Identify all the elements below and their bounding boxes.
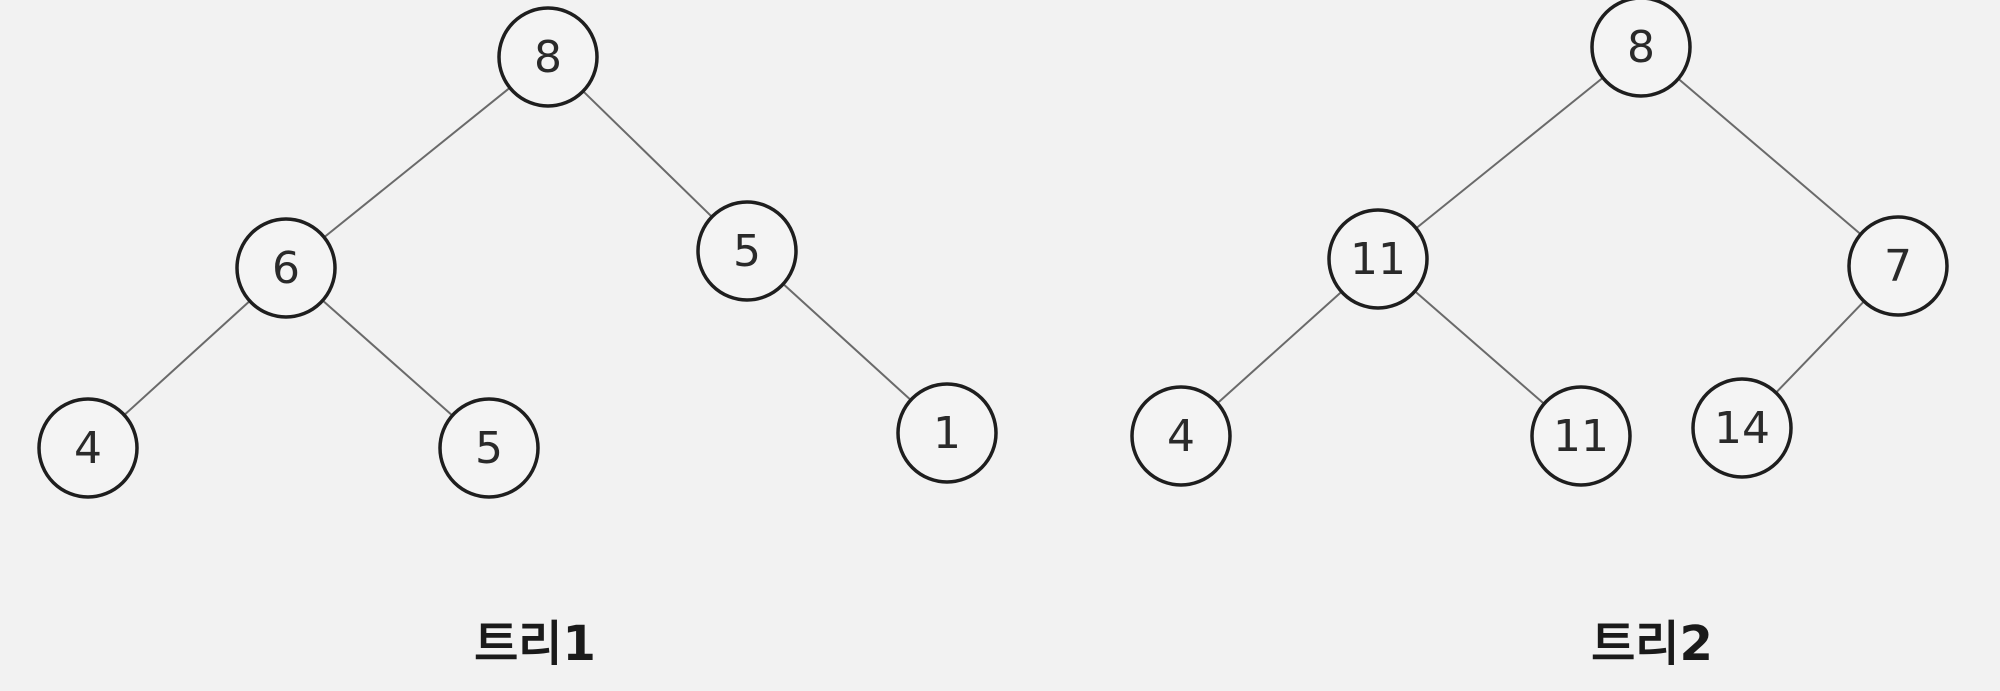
tree1-node-c: 5	[696, 200, 798, 302]
tree2-node-d-circle	[1130, 385, 1232, 487]
tree2-node-b: 11	[1327, 208, 1429, 310]
tree2-node-b-circle	[1327, 208, 1429, 310]
tree1-caption: 트리1	[474, 616, 596, 672]
tree2-node-d-label: 4	[1167, 411, 1195, 462]
tree1-node-e-label: 5	[475, 423, 503, 474]
tree1-node-f-circle	[896, 382, 998, 484]
tree2-node-a-label: 8	[1627, 22, 1655, 73]
tree2-node-a-circle	[1590, 0, 1692, 98]
tree1-node-d-circle	[37, 397, 139, 499]
tree1-node-c-label: 5	[733, 226, 761, 277]
tree1-node-a-circle	[497, 6, 599, 108]
tree2-node-b-label: 11	[1350, 234, 1406, 285]
tree1-node-d-label: 4	[74, 423, 102, 474]
tree1-edge-c-f	[782, 283, 912, 401]
tree1-node-a: 8	[497, 6, 599, 108]
tree2-edge-c-f	[1775, 300, 1865, 394]
edges-layer	[123, 76, 1865, 417]
tree1-node-b-circle	[235, 217, 337, 319]
tree1-node-d: 4	[37, 397, 139, 499]
tree2-node-e-circle	[1530, 385, 1632, 487]
tree1-node-c-circle	[696, 200, 798, 302]
tree2-node-c-circle	[1847, 215, 1949, 317]
tree2-node-e-label: 11	[1553, 411, 1609, 462]
tree2-edge-b-e	[1414, 290, 1545, 405]
tree2-caption: 트리2	[1591, 616, 1713, 672]
tree2-node-e: 11	[1530, 385, 1632, 487]
tree1-node-b: 6	[235, 217, 337, 319]
tree2-node-c-label: 7	[1884, 241, 1912, 292]
tree2-node-f-label: 14	[1714, 403, 1770, 454]
tree2-edge-b-d	[1216, 291, 1343, 404]
tree1-node-b-label: 6	[272, 243, 300, 294]
tree1-node-f-label: 1	[933, 408, 961, 459]
nodes-layer: 8 6 5 4 5 1 8 11 7 4 11 14	[37, 0, 1949, 499]
tree1-edge-a-b	[323, 86, 511, 239]
tree2-node-f-circle	[1691, 377, 1793, 479]
tree1-edge-b-e	[321, 299, 454, 417]
tree2-edge-a-c	[1677, 78, 1862, 235]
tree2-node-a: 8	[1590, 0, 1692, 98]
tree2-edge-a-b	[1415, 76, 1604, 230]
tree1-node-a-label: 8	[534, 32, 562, 83]
tree2-node-c: 7	[1847, 215, 1949, 317]
tree1-node-f: 1	[896, 382, 998, 484]
tree1-edge-b-d	[123, 300, 251, 416]
tree2-node-d: 4	[1130, 385, 1232, 487]
tree1-node-e-circle	[438, 397, 540, 499]
tree1-node-e: 5	[438, 397, 540, 499]
tree1-edge-a-c	[582, 90, 713, 218]
tree2-node-f: 14	[1691, 377, 1793, 479]
